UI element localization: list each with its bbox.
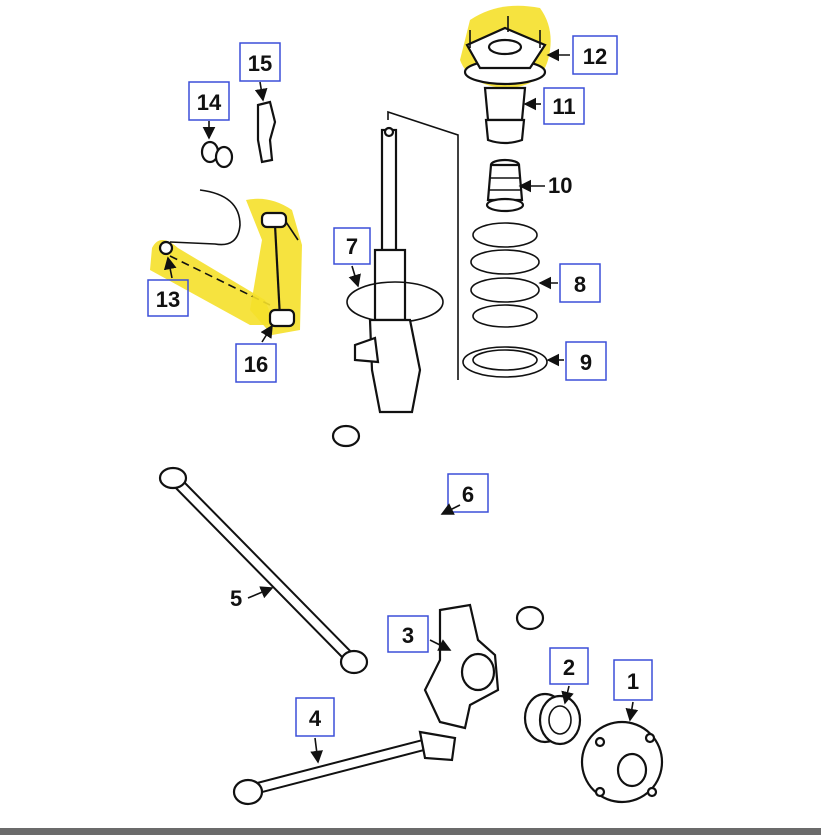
control-arm-part-5: [158, 466, 369, 675]
stabilizer-link-part-16: [246, 198, 302, 335]
hub-part-1: [580, 720, 664, 804]
callout-label: 9: [580, 350, 592, 375]
callout-9: 9: [546, 341, 607, 381]
callout-label: 6: [462, 482, 474, 507]
bottom-bar: [0, 828, 821, 835]
callout-label: 16: [244, 352, 268, 377]
callout-1: 1: [613, 659, 653, 722]
callout-10: 10: [518, 173, 572, 198]
coil-spring-part-8: [470, 222, 540, 328]
callout-5: 5: [230, 586, 274, 611]
strut-assembly-part-7: [346, 110, 459, 414]
callout-label: 12: [583, 44, 607, 69]
control-arm-part-6: [331, 424, 545, 631]
callout-7: 7: [333, 227, 371, 288]
strut-mount-part-12: [460, 5, 551, 88]
bump-stop-part-10: [485, 158, 525, 213]
callout-3: 3: [387, 615, 452, 653]
callout-2: 2: [549, 647, 589, 705]
callout-label: 10: [548, 173, 572, 198]
callout-12: 12: [546, 35, 618, 75]
callout-label: 13: [156, 287, 180, 312]
callout-label: 4: [309, 706, 322, 731]
callout-11: 11: [523, 87, 585, 125]
callout-6: 6: [440, 473, 489, 515]
callout-label: 8: [574, 272, 586, 297]
knuckle-part-3: [423, 603, 500, 730]
callout-label: 7: [346, 234, 358, 259]
callout-13: 13: [147, 256, 189, 317]
dust-boot-part-11: [483, 86, 527, 145]
callout-label: 2: [563, 655, 575, 680]
callout-15: 15: [239, 42, 281, 102]
callout-label: 14: [197, 90, 222, 115]
control-arm-part-4: [232, 730, 457, 806]
callout-4: 4: [295, 697, 335, 764]
callout-label: 5: [230, 586, 242, 611]
link-nut-part-15: [256, 100, 277, 164]
bearing-part-2: [523, 692, 582, 746]
callout-label: 11: [552, 94, 575, 119]
callout-14: 14: [188, 81, 230, 140]
callout-8: 8: [538, 263, 601, 303]
spring-seat-part-9: [462, 346, 548, 378]
callout-label: 3: [402, 623, 414, 648]
callout-label: 15: [248, 51, 272, 76]
bushings-part-14: [200, 140, 234, 169]
callout-label: 1: [627, 669, 639, 694]
callout-16: 16: [235, 324, 277, 383]
